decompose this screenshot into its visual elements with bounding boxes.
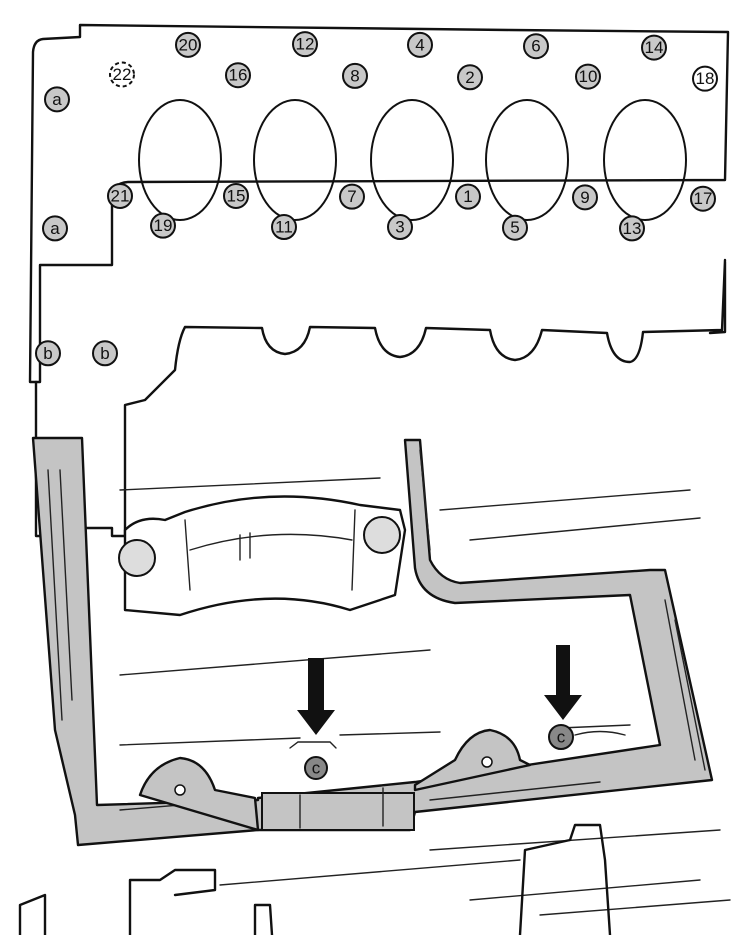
bolt-marker — [225, 62, 251, 89]
bolt-marker — [42, 215, 68, 242]
bolt-number-label: 21 — [111, 186, 130, 205]
bearing-cap — [118, 495, 407, 617]
bolt-marker — [107, 182, 133, 209]
cylinder-bore — [253, 99, 337, 221]
bolt-marker — [692, 65, 718, 92]
bolt-number-label: 1 — [463, 187, 472, 206]
bolt-number-label: 15 — [227, 186, 246, 205]
bolt-marker — [641, 34, 667, 61]
bolt-marker — [339, 183, 365, 210]
bolt-marker — [175, 31, 201, 58]
cylinder-bores — [138, 99, 687, 221]
bolt-number-label: 22 — [113, 65, 132, 84]
bolt-number-label: 19 — [154, 216, 173, 235]
marker-c — [304, 756, 328, 780]
bolt-marker — [407, 31, 433, 58]
bolt-marker — [575, 63, 601, 90]
bolt-number-label: a — [50, 219, 60, 238]
bolt-number-label: 13 — [623, 219, 642, 238]
bolt-number-label: a — [52, 90, 62, 109]
gasket-frame — [31, 436, 714, 847]
bolt-marker — [523, 33, 549, 60]
bolt-number-label: 4 — [415, 35, 424, 54]
cylinder-bore — [485, 99, 569, 221]
arrow-down-icon — [544, 645, 582, 720]
bolt-marker — [690, 185, 716, 212]
bolt-marker — [92, 340, 118, 367]
bolt-number-label: b — [100, 344, 109, 363]
lower-casting-outline — [18, 823, 612, 935]
bolt-marker — [572, 184, 598, 211]
bolt-number-label: 2 — [465, 68, 474, 87]
marker-c-label: c — [312, 759, 321, 778]
oil-pan-gasket-diagram: c c — [18, 436, 731, 935]
bolt-number-label: 3 — [395, 218, 404, 237]
bolt-marker — [619, 215, 645, 242]
bolt-number-label: 6 — [531, 37, 540, 56]
bolt-marker — [150, 212, 176, 239]
bolt-marker — [44, 86, 70, 113]
bolt-marker — [223, 182, 249, 209]
bolt-number-label: 16 — [229, 66, 248, 85]
cylinder-bore — [603, 99, 687, 221]
bolt-marker — [35, 340, 61, 367]
bolt-number-label: b — [43, 344, 52, 363]
bolt-marker — [387, 214, 413, 241]
bolt-number-label: 10 — [579, 67, 598, 86]
bolt-number-label: 20 — [179, 35, 198, 54]
bolt-marker — [502, 214, 528, 241]
bolt-number-label: 12 — [296, 35, 315, 54]
bolt-marker — [455, 183, 481, 210]
bolt-marker — [271, 214, 297, 241]
gasket-outline — [28, 23, 730, 384]
right-boss — [413, 728, 532, 792]
bolt-number-label: 17 — [694, 189, 713, 208]
bolt-number-label: 5 — [510, 218, 519, 237]
cylinder-bore — [370, 99, 454, 221]
bolt-marker — [292, 31, 318, 58]
marker-c-label: c — [557, 728, 566, 747]
bolt-number-label: 8 — [350, 66, 359, 85]
bolt-marker — [109, 61, 135, 88]
cylinder-bore — [138, 99, 222, 221]
bolt-marker — [342, 62, 368, 89]
bolt-marker — [457, 64, 483, 91]
bolt-number-label: 11 — [275, 218, 293, 237]
arrow-down-icon — [297, 658, 335, 735]
left-boss — [138, 756, 260, 832]
bolt-number-label: 14 — [645, 38, 664, 57]
bolt-number-label: 9 — [580, 188, 589, 207]
bolt-number-label: 7 — [347, 187, 356, 206]
marker-c — [548, 724, 574, 750]
gasket-lower-outline — [34, 258, 727, 538]
bolt-number-label: 18 — [696, 69, 715, 88]
